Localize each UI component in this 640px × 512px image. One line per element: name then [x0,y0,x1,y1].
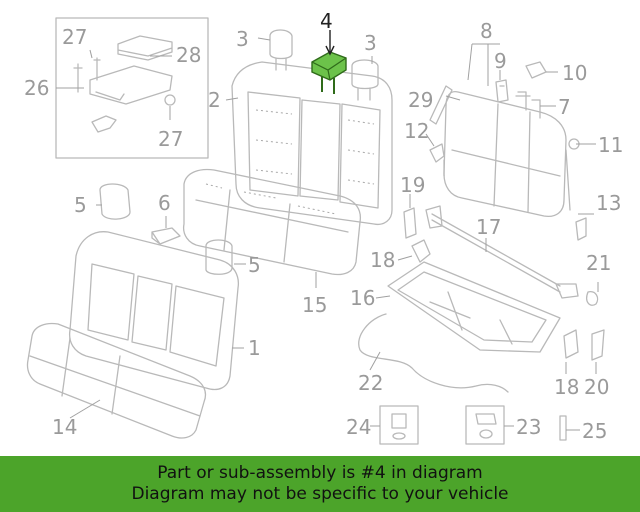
cover-20 [591,329,605,361]
callout-5-left: 5 [74,193,87,217]
callout-22: 22 [358,371,383,395]
bracket-18-upper [411,239,431,263]
callout-2: 2 [208,88,221,112]
seatback-front [68,231,240,391]
callout-25: 25 [582,419,607,443]
seatback-rear [231,61,393,226]
callout-18-lower: 18 [554,375,579,399]
cable-22 [358,313,509,393]
callout-13: 13 [596,191,621,215]
headrest-right [351,59,379,101]
callout-6: 6 [158,191,171,215]
callout-labels: 3 4 3 2 27 28 26 27 5 6 5 1 14 15 8 9 10… [24,9,623,443]
callout-26: 26 [24,76,49,100]
callout-24: 24 [346,415,371,439]
bolster-right [205,239,233,275]
callout-19: 19 [400,173,425,197]
callout-20: 20 [584,375,609,399]
clip-19 [403,207,417,239]
bracket-13 [575,217,587,241]
callout-3-left: 3 [236,27,249,51]
banner-line-2: Diagram may not be specific to your vehi… [131,484,509,504]
callout-17: 17 [476,215,501,239]
bracket-12 [429,143,445,163]
info-banner: Part or sub-assembly is #4 in diagram Di… [0,456,640,512]
base-frame [387,261,561,353]
seat-cushion-front [26,322,207,439]
callout-14: 14 [52,415,77,439]
callout-21: 21 [586,251,611,275]
inset-24 [379,405,419,445]
strip-29 [429,85,453,125]
callout-9: 9 [494,49,507,73]
callout-8: 8 [480,19,493,43]
clip-10 [525,61,547,79]
clip-21 [586,291,599,306]
callout-1: 1 [248,336,261,360]
callout-28: 28 [176,43,201,67]
callout-29: 29 [408,88,433,112]
banner-line-1: Part or sub-assembly is #4 in diagram [157,463,483,483]
inset-23 [465,405,505,445]
callout-5-right: 5 [248,253,261,277]
callout-23: 23 [516,415,541,439]
seat-frame [443,90,571,218]
callout-27-top: 27 [62,25,87,49]
callout-10: 10 [562,61,587,85]
highlighted-part-4 [311,51,347,94]
leader-lines [56,30,599,431]
callout-16: 16 [350,286,375,310]
callout-12: 12 [404,119,429,143]
bracket-6 [151,227,181,245]
rod-17 [425,205,579,299]
callout-11: 11 [598,133,623,157]
parts-diagram: 3 4 3 2 27 28 26 27 5 6 5 1 14 15 8 9 10… [24,9,623,445]
seat-cushion-rear [182,168,362,276]
bolts-7 [515,91,541,119]
callout-15: 15 [302,293,327,317]
callout-27-bottom: 27 [158,127,183,151]
bracket-18-lower [563,329,579,359]
callout-4: 4 [320,9,333,33]
callout-7: 7 [558,95,571,119]
headrest-left [269,29,293,71]
callout-3-right: 3 [364,31,377,55]
callout-18-upper: 18 [370,248,395,272]
latch-9 [495,79,509,103]
bolster-left [99,183,131,220]
bolt-25 [559,415,567,441]
